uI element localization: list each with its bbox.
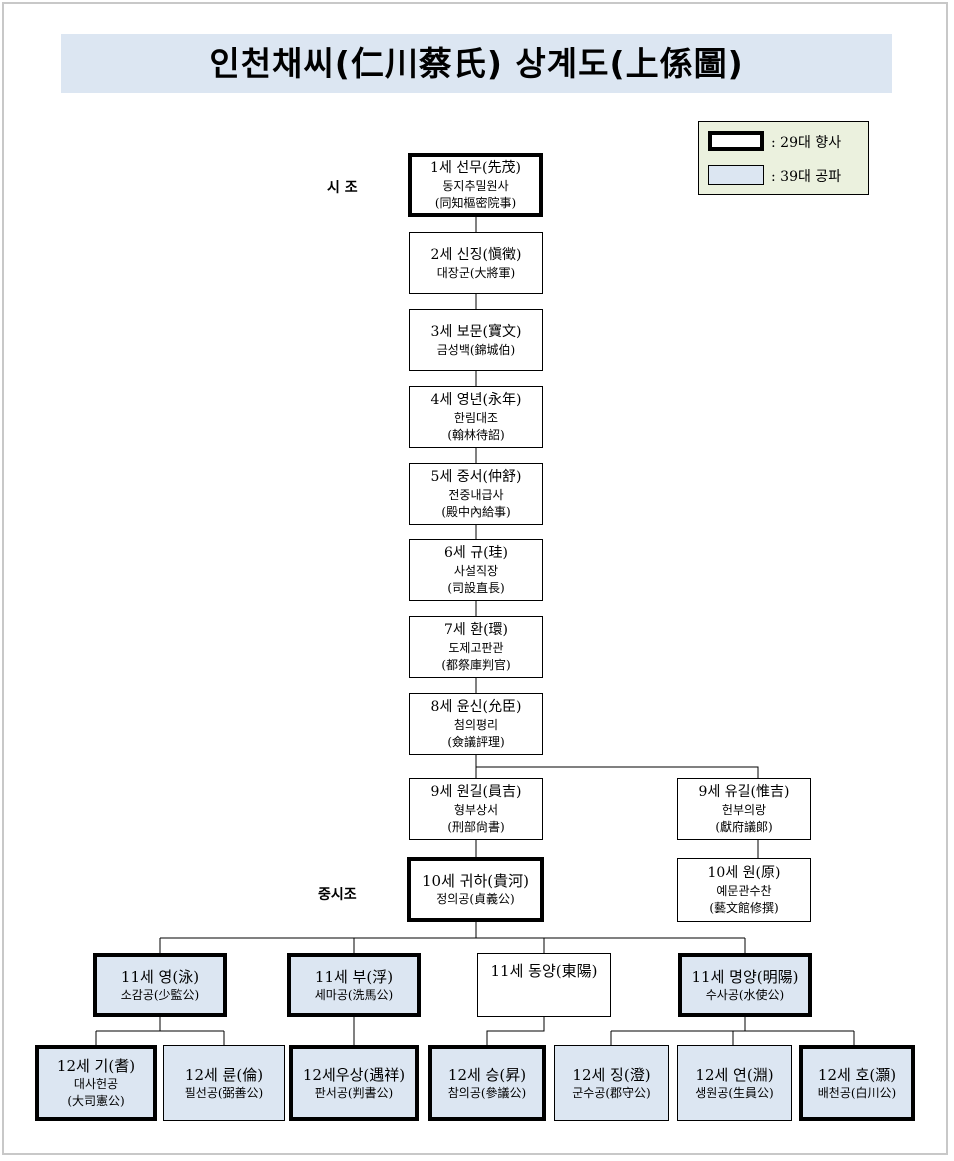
node-gen12-yeon: 12세 연(淵) 생원공(生員公) — [677, 1045, 792, 1121]
page-title: 인천채씨(仁川蔡氏) 상계도(上係圖) — [61, 34, 892, 93]
legend-swatch-thick — [708, 131, 764, 151]
node-name: 7세 환(環) — [443, 622, 509, 638]
node-gen12-seung: 12세 승(昇) 참의공(參議公) — [428, 1045, 546, 1121]
node-title: 판서공(判書公) — [314, 1085, 394, 1100]
node-name: 4세 영년(永年) — [430, 392, 522, 408]
node-title-hanja: (同知樞密院事) — [434, 196, 517, 210]
connector-g8-g9b — [476, 766, 759, 778]
node-gen11-yeong: 11세 영(泳) 소감공(少監公) — [93, 953, 227, 1017]
node-title: 수사공(水使公) — [705, 987, 785, 1002]
node-gen9-wongil: 9세 원길(員吉) 형부상서 (刑部尙書) — [409, 778, 543, 840]
node-name: 9세 유길(惟吉) — [698, 784, 790, 800]
node-name: 12세 징(澄) — [572, 1065, 651, 1084]
node-title: 예문관수찬 — [716, 884, 772, 898]
node-name: 9세 원길(員吉) — [430, 784, 522, 800]
node-title: 첨의평리 — [453, 718, 499, 732]
node-title: 대사헌공 — [73, 1077, 119, 1091]
node-name: 3세 보문(寶文) — [430, 323, 522, 340]
node-title-hanja: (殿中內給事) — [441, 505, 511, 519]
node-gen10-won: 10세 원(原) 예문관수찬 (藝文館修撰) — [677, 858, 811, 922]
node-gen4-yeongnyeon: 4세 영년(永年) 한림대조 (翰林待詔) — [409, 386, 543, 448]
node-gen7-hwan: 7세 환(環) 도제고판관 (都祭庫判官) — [409, 616, 543, 678]
connector-g11c-g12d — [486, 1017, 545, 1045]
node-title: 소감공(少監公) — [120, 987, 200, 1002]
node-name: 12세 호(灝) — [817, 1065, 897, 1084]
node-title: 군수공(郡守公) — [572, 1085, 651, 1100]
node-title: 생원공(生員公) — [695, 1085, 774, 1100]
node-name: 10세 귀하(貴河) — [422, 872, 529, 890]
node-title: 참의공(參議公) — [447, 1085, 527, 1100]
node-gen9-yugil: 9세 유길(惟吉) 헌부의랑 (獻府議郞) — [677, 778, 811, 840]
node-title-hanja: (刑部尙書) — [447, 820, 505, 834]
node-gen12-ryun: 12세 륜(倫) 필선공(弼善公) — [163, 1045, 285, 1121]
jungsijo-label: 중시조 — [318, 887, 357, 903]
node-title: 헌부의랑 — [721, 803, 767, 817]
node-name: 6세 규(珪) — [443, 545, 509, 561]
node-name: 11세 영(泳) — [120, 967, 200, 986]
node-gen8-yunsin: 8세 윤신(允臣) 첨의평리 (僉議評理) — [409, 693, 543, 755]
node-name: 12세 륜(倫) — [184, 1065, 264, 1084]
node-gen11-dongyang: 11세 동양(東陽) — [477, 953, 611, 1017]
node-title-hanja: (翰林待詔) — [447, 428, 505, 442]
sijo-label: 시 조 — [327, 180, 358, 196]
node-gen12-jing: 12세 징(澄) 군수공(郡守公) — [554, 1045, 669, 1121]
node-title-hanja: (大司憲公) — [67, 1094, 125, 1108]
node-gen3-bomun: 3세 보문(寶文) 금성백(錦城伯) — [409, 309, 543, 371]
node-title-hanja: (藝文館修撰) — [709, 901, 779, 915]
node-gen6-gyu: 6세 규(珪) 사설직장 (司設直長) — [409, 539, 543, 601]
node-title: 동지추밀원사 — [442, 179, 509, 193]
node-name: 12세 연(淵) — [695, 1065, 774, 1084]
legend-label-gongpa: : 39대 공파 — [771, 169, 842, 185]
node-gen12-usang: 12세우상(遇祥) 판서공(判書公) — [289, 1045, 419, 1121]
node-name: 11세 동양(東陽) — [490, 962, 598, 980]
node-title: 세마공(洗馬公) — [314, 987, 394, 1002]
node-title: 도제고판관 — [448, 641, 504, 655]
node-title: 필선공(弼善公) — [184, 1085, 264, 1100]
node-name: 11세 부(浮) — [314, 967, 394, 986]
node-name: 12세 기(耆) — [56, 1057, 136, 1075]
node-gen12-gi: 12세 기(耆) 대사헌공 (大司憲公) — [35, 1045, 157, 1121]
node-name: 1세 선무(先茂) — [430, 160, 521, 176]
node-title-hanja: (司設直長) — [447, 581, 505, 595]
node-title: 한림대조 — [453, 411, 499, 425]
legend-label-hyangsa: : 29대 향사 — [771, 135, 842, 151]
node-name: 5세 중서(仲舒) — [430, 469, 522, 485]
node-title: 금성백(錦城伯) — [436, 342, 516, 357]
node-title: 전중내급사 — [448, 488, 504, 502]
node-name: 2세 신징(愼徵) — [430, 246, 522, 263]
node-name: 12세우상(遇祥) — [302, 1065, 406, 1084]
node-gen11-bu: 11세 부(浮) 세마공(洗馬公) — [287, 953, 421, 1017]
node-title: 사설직장 — [453, 564, 499, 578]
legend: : 29대 향사 : 39대 공파 — [698, 121, 869, 195]
node-gen1-seonmu: 1세 선무(先茂) 동지추밀원사 (同知樞密院事) — [408, 153, 543, 217]
node-gen12-ho: 12세 호(灝) 배천공(白川公) — [799, 1045, 915, 1121]
node-title: 대장군(大將軍) — [436, 265, 516, 280]
node-gen11-myeongyang: 11세 명양(明陽) 수사공(水使公) — [678, 953, 812, 1017]
legend-swatch-blue — [708, 165, 764, 185]
node-gen5-jungseo: 5세 중서(仲舒) 전중내급사 (殿中內給事) — [409, 463, 543, 525]
node-title: 형부상서 — [453, 803, 499, 817]
node-gen2-sinjing: 2세 신징(愼徵) 대장군(大將軍) — [409, 232, 543, 294]
node-name: 12세 승(昇) — [447, 1065, 527, 1084]
node-name: 11세 명양(明陽) — [691, 967, 799, 986]
node-gen10-gwiha: 10세 귀하(貴河) 정의공(貞義公) — [407, 857, 544, 922]
node-title: 정의공(貞義公) — [436, 892, 515, 906]
node-name: 8세 윤신(允臣) — [430, 699, 522, 715]
node-name: 10세 원(原) — [707, 865, 781, 881]
node-title-hanja: (都祭庫判官) — [441, 658, 511, 672]
node-title-hanja: (獻府議郞) — [715, 820, 773, 834]
node-title: 배천공(白川公) — [817, 1085, 897, 1100]
node-title-hanja: (僉議評理) — [447, 735, 505, 749]
